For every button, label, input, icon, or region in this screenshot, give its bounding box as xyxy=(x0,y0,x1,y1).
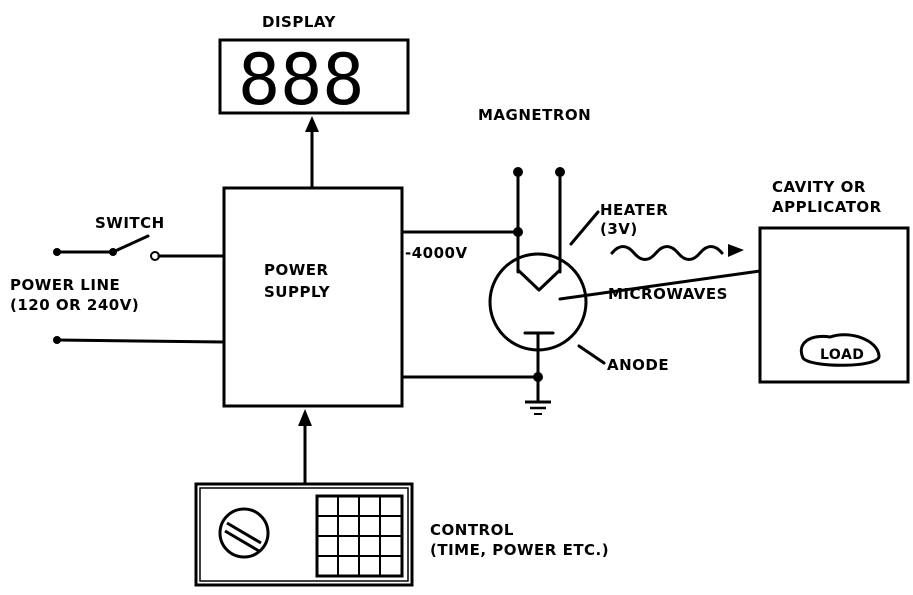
microwaves-arrowhead xyxy=(728,244,744,257)
control-arrowhead xyxy=(298,409,312,426)
power-line-label-line1: POWER LINE xyxy=(10,276,120,294)
power-line-label-line2: (120 OR 240V) xyxy=(10,296,139,314)
control-knob-indicator-b xyxy=(224,529,260,553)
cathode-junction xyxy=(513,227,523,237)
switch-blade xyxy=(111,234,150,254)
display-label: DISPLAY xyxy=(262,13,337,31)
control-panel-inner-frame xyxy=(199,487,409,582)
heater-callout-line xyxy=(569,210,600,246)
heater-filament xyxy=(516,268,562,292)
display-box xyxy=(218,38,410,115)
cavity-label-line1: CAVITY OR xyxy=(772,178,866,196)
anode-label: ANODE xyxy=(607,356,669,374)
control-knob-indicator-a xyxy=(226,521,262,545)
display-digits: 888 xyxy=(238,39,364,121)
microwaves-label: MICROWAVES xyxy=(608,285,728,303)
power-supply-label-line2: SUPPLY xyxy=(264,283,331,301)
cavity-label-line2: APPLICATOR xyxy=(772,198,882,216)
power-supply-box xyxy=(222,186,404,408)
microwaves-wave xyxy=(610,245,724,261)
control-label-line1: CONTROL xyxy=(430,521,514,539)
antenna-output-line xyxy=(558,269,762,301)
power-line-wire-bottom xyxy=(55,338,226,344)
voltage-label: -4000V xyxy=(405,244,468,262)
control-label-line2: (TIME, POWER ETC.) xyxy=(430,541,609,559)
magnetron-label: MAGNETRON xyxy=(478,106,591,124)
ground-symbol xyxy=(525,400,551,415)
heater-label-line2: (3V) xyxy=(600,220,638,238)
heater-label-line1: HEATER xyxy=(600,201,668,219)
anode-junction xyxy=(533,372,543,382)
switch-label: SWITCH xyxy=(95,214,165,232)
anode-callout-line xyxy=(577,344,606,365)
control-keypad[interactable] xyxy=(315,494,404,578)
load-blob xyxy=(799,333,881,367)
power-supply-label-line1: POWER xyxy=(264,261,329,279)
display-arrowhead xyxy=(305,116,319,132)
load-label: LOAD xyxy=(820,347,864,363)
